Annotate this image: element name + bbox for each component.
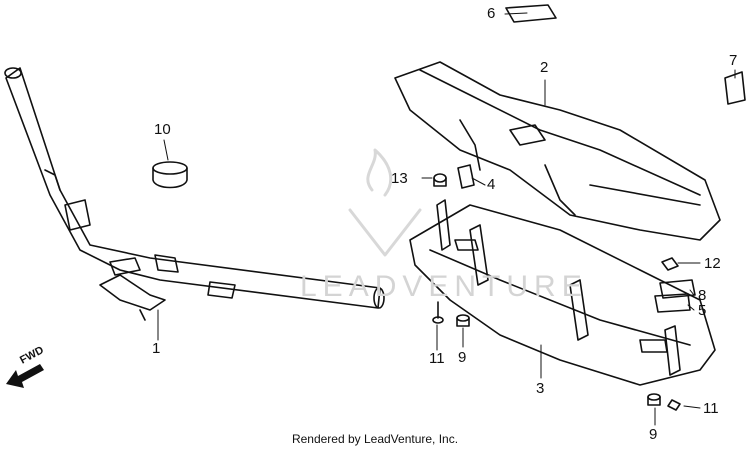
callout-10: 10 [154,121,171,138]
callout-1: 1 [152,340,161,357]
callout-12: 12 [704,255,721,272]
callout-4: 4 [487,176,496,193]
decals [505,4,746,313]
leader-lines [157,12,736,426]
callout-9-left: 9 [458,349,467,366]
callout-13: 13 [391,170,408,187]
fasteners [432,164,681,411]
handlebar [4,67,385,321]
callout-11-bottom: 11 [703,400,719,417]
callout-6: 6 [487,5,496,22]
upper-cover [394,61,721,241]
decal-7 [724,71,746,105]
callout-9-bottom: 9 [649,426,658,443]
decal-5 [654,293,691,313]
callout-7: 7 [729,52,738,69]
cap-part [152,161,188,189]
decal-6 [505,4,557,23]
flame-logo-icon [348,148,422,257]
callout-5: 5 [698,302,707,319]
callout-3: 3 [536,380,545,397]
lower-housing [409,199,716,386]
callout-2: 2 [540,59,549,76]
footer-credit: Rendered by LeadVenture, Inc. [291,432,459,446]
watermark-text: LEADVENTURE [300,270,588,303]
callout-8: 8 [698,287,707,304]
arrow-icon [6,364,44,388]
decal-8 [659,279,696,299]
callout-11-left: 11 [429,350,445,367]
